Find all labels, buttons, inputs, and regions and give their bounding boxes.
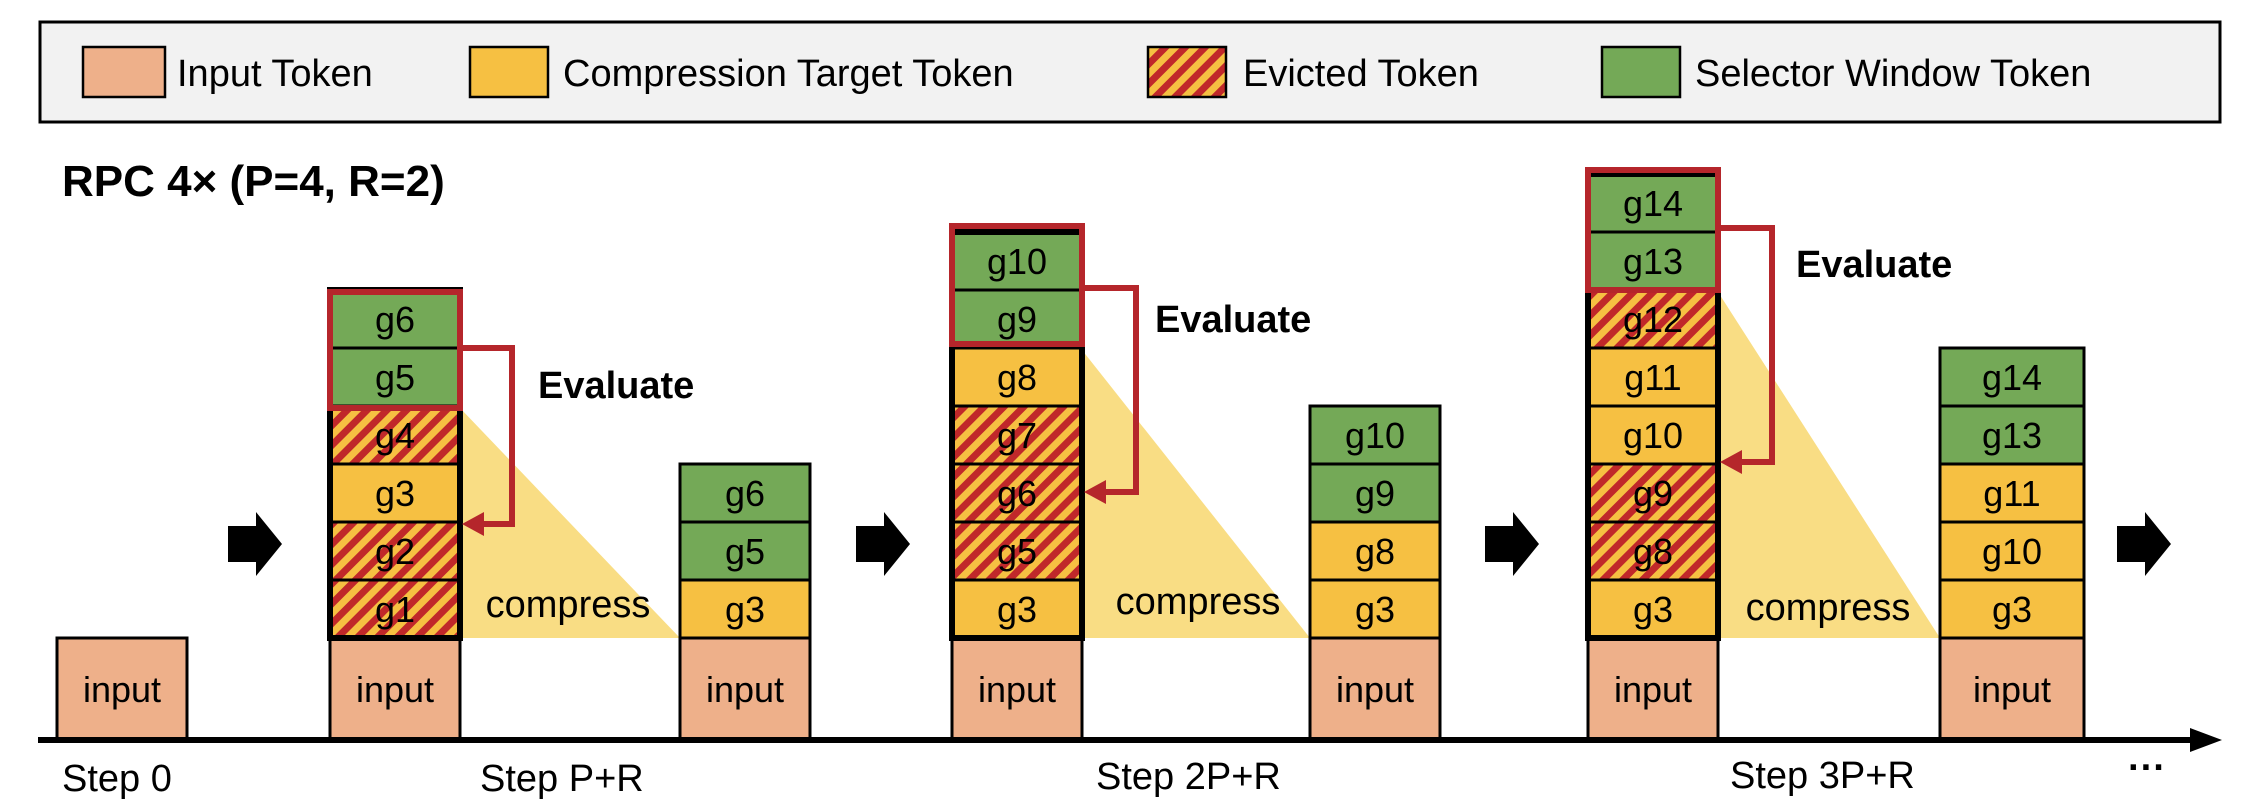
input-token-block	[1938, 636, 2086, 742]
input-token-label: input	[1973, 669, 2051, 710]
token-label-g9: g9	[1633, 473, 1673, 514]
token-label-g13: g13	[1623, 241, 1683, 282]
step-label-0: Step 0	[62, 758, 172, 800]
evaluate-label-2: Evaluate	[1155, 299, 1311, 341]
token-label-g3: g3	[725, 589, 765, 630]
selector-token-cell	[678, 462, 812, 524]
token-label-g8: g8	[1355, 531, 1395, 572]
token-stack-s3a: input g3 g8 g9 g10 g11 g12 g13 g14	[1585, 171, 1721, 742]
token-stack-s0: input	[55, 636, 189, 742]
token-label-g6: g6	[997, 473, 1037, 514]
selector-token-cell	[1308, 462, 1442, 524]
legend-label-input: Input Token	[177, 53, 373, 95]
token-stack-s2a: input g3 g5 g6 g7 g8 g9 g10	[949, 229, 1085, 742]
token-label-g1: g1	[375, 589, 415, 630]
token-label-g12: g12	[1623, 299, 1683, 340]
target-token-cell	[1308, 520, 1442, 582]
token-label-g4: g4	[375, 415, 415, 456]
token-label-g14: g14	[1623, 183, 1683, 224]
token-label-g14: g14	[1982, 357, 2042, 398]
selector-token-cell	[678, 520, 812, 582]
token-label-g10: g10	[1345, 415, 1405, 456]
kv-cache-outline	[949, 229, 1085, 641]
token-stack-s2b: input g3 g8 g9 g10	[1308, 404, 1442, 742]
token-label-g3: g3	[375, 473, 415, 514]
evaluate-arrow-3	[1718, 225, 1775, 474]
input-token-label: input	[978, 669, 1056, 710]
input-token-label: input	[83, 669, 161, 710]
token-label-g3: g3	[1992, 589, 2032, 630]
evaluate-label-3: Evaluate	[1796, 244, 1952, 286]
target-token-cell	[1938, 520, 2086, 582]
kv-cache-outline	[1585, 171, 1721, 641]
token-stacks: input input g1 g2 g3 g4 g5 g6 input g3 g5 g6 input g3…	[55, 171, 2086, 742]
token-label-g11: g11	[1624, 357, 1681, 398]
token-label-g2: g2	[375, 531, 415, 572]
legend-label-target: Compression Target Token	[563, 53, 1014, 95]
token-label-g6: g6	[725, 473, 765, 514]
token-label-g9: g9	[1355, 473, 1395, 514]
selector-token-cell	[1938, 404, 2086, 466]
input-token-block	[328, 636, 462, 742]
token-label-g10: g10	[1982, 531, 2042, 572]
token-stack-s1b: input g3 g5 g6	[678, 462, 812, 742]
token-label-g7: g7	[997, 415, 1037, 456]
token-label-g3: g3	[1355, 589, 1395, 630]
legend: Input Token Compression Target Token Evi…	[38, 20, 2222, 124]
legend-swatch-input	[81, 45, 167, 99]
token-label-g6: g6	[375, 299, 415, 340]
token-label-g8: g8	[1633, 531, 1673, 572]
evaluate-arrow-2	[1082, 285, 1139, 504]
legend-box	[38, 20, 2222, 124]
input-token-label: input	[356, 669, 434, 710]
input-token-block	[1586, 636, 1720, 742]
token-label-g5: g5	[375, 357, 415, 398]
token-label-g3: g3	[1633, 589, 1673, 630]
step-arrow-icon-1	[228, 512, 282, 576]
diagram-title: RPC 4× (P=4, R=2)	[62, 157, 445, 206]
input-token-label: input	[1336, 669, 1414, 710]
selector-token-cell	[1308, 404, 1442, 466]
selector-token-cell	[950, 288, 1084, 350]
token-label-g9: g9	[997, 299, 1037, 340]
step-arrow-icon-3	[1485, 512, 1539, 576]
time-axis-arrowhead-icon	[2190, 728, 2222, 752]
token-label-g8: g8	[997, 357, 1037, 398]
evicted-token-cell	[328, 404, 462, 466]
token-label-g10: g10	[987, 241, 1047, 282]
token-stack-s1a: input g1 g2 g3 g4 g5 g6	[327, 287, 463, 742]
evaluate-label-1: Evaluate	[538, 365, 694, 407]
legend-swatch-target	[468, 45, 550, 99]
compress-label-3: compress	[1746, 587, 1911, 629]
legend-swatch-selector	[1600, 45, 1682, 99]
evicted-token-cell	[1586, 462, 1720, 524]
step-label-2: Step 2P+R	[1096, 756, 1281, 798]
token-label-g5: g5	[997, 531, 1037, 572]
token-label-g13: g13	[1982, 415, 2042, 456]
legend-label-selector: Selector Window Token	[1695, 53, 2091, 95]
compress-label-1: compress	[486, 584, 651, 626]
evicted-token-cell	[950, 404, 1084, 466]
legend-label-evicted: Evicted Token	[1243, 53, 1479, 95]
target-token-cell	[1308, 578, 1442, 640]
evaluate-arrow-1	[460, 345, 515, 536]
token-label-g10: g10	[1623, 415, 1683, 456]
compress-label-2: compress	[1116, 581, 1281, 623]
token-label-g5: g5	[725, 531, 765, 572]
token-label-g3: g3	[997, 589, 1037, 630]
step-label-3: Step 3P+R	[1730, 755, 1915, 797]
target-token-cell	[678, 578, 812, 640]
step-label-1: Step P+R	[480, 758, 644, 800]
input-token-label: input	[1614, 669, 1692, 710]
legend-swatch-evicted	[1146, 45, 1228, 99]
ellipsis: ···	[2128, 747, 2166, 789]
input-token-label: input	[706, 669, 784, 710]
step-arrow-icon-4	[2117, 512, 2171, 576]
selector-token-cell	[1938, 346, 2086, 408]
token-stack-s3b: input g3 g10 g11 g13 g14	[1938, 346, 2086, 742]
step-arrow-icon-2	[856, 512, 910, 576]
token-label-g11: g11	[1983, 473, 2040, 514]
